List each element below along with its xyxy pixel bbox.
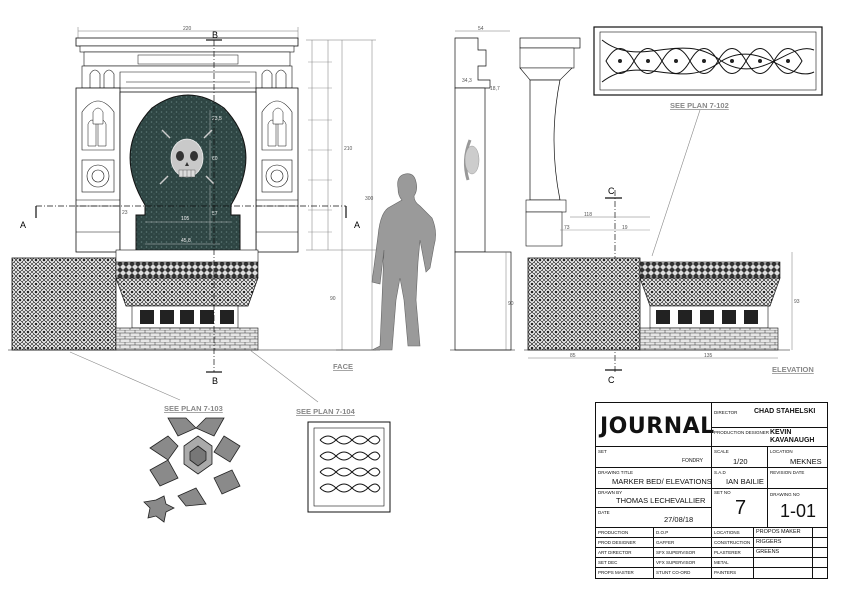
location-value: MEKNES: [790, 457, 822, 466]
face-view-label: FACE: [333, 362, 353, 371]
sad-label: S.A.D: [714, 470, 726, 475]
dim-18-7: 18,7: [490, 86, 500, 92]
see-plan-104-label: SEE PLAN 7-104: [296, 407, 356, 416]
plan-103-detail: SEE PLAN 7-103: [69, 351, 241, 523]
section-c-top-label: C: [608, 186, 615, 196]
dim-23: 23: [122, 210, 128, 216]
drawing-title-label: DRAWING TITLE: [598, 470, 634, 475]
role-greens: GREENS: [756, 549, 780, 555]
set-value: FONDRY: [682, 458, 704, 464]
dim-300: 300: [365, 196, 374, 202]
set-label: SET: [598, 449, 607, 454]
section-a-left-label: A: [20, 220, 26, 230]
drawing-no-label: DRAWING NO: [770, 492, 800, 497]
role-set-dec: SET DEC: [598, 560, 618, 565]
dim-57: 57: [212, 211, 218, 217]
sad-value: IAN BAILIE: [726, 477, 764, 486]
dim-23-5: 23,5: [212, 116, 222, 122]
role-vfx-supervisor: VFX SUPERVISOR: [656, 560, 696, 565]
title-block: JOURNAL DIRECTOR CHAD STAHELSKI PRODUCTI…: [595, 402, 828, 579]
role-art-director: ART DIRECTOR: [598, 550, 632, 555]
face-view: 220: [8, 26, 436, 386]
dim-93: 93: [794, 299, 800, 305]
role-metal: METAL: [714, 560, 729, 565]
set-no-value: 7: [735, 497, 747, 519]
dim-90-side: 90: [508, 301, 514, 307]
dim-depth-top: 54: [478, 26, 484, 32]
role-propos-maker: PROPOS MAKER: [756, 529, 801, 535]
drawing-no-value: 1-01: [780, 501, 817, 521]
section-b-bottom-label: B: [212, 376, 218, 386]
role-painters: PAINTERS: [714, 570, 737, 575]
dim-19: 19: [622, 225, 628, 231]
role-gaffer: GAFFER: [656, 540, 675, 545]
dim-width-top: 220: [183, 26, 192, 32]
revision-date-label: REVISION DATE: [770, 470, 805, 475]
role-sfx-supervisor: SFX SUPERVISOR: [656, 550, 696, 555]
dim-90: 90: [330, 296, 336, 302]
elevation-view: C C 118 73 19 93 85 135 ELEVATION: [519, 37, 814, 385]
journal-logo: JOURNAL: [600, 414, 715, 439]
role-locations: LOCATIONS: [714, 530, 740, 535]
dim-135: 135: [704, 353, 713, 359]
production-designer-value: KEVIN KAVANAUGH: [770, 429, 815, 444]
role-prod-designer: PROD DESIGNER: [598, 540, 636, 545]
role-plasterer: PLASTERER: [714, 550, 741, 555]
drawn-by-value: THOMAS LECHEVALLIER: [616, 496, 706, 505]
dim-34-3: 34,3: [462, 78, 472, 84]
role-dop: D.O.P: [656, 530, 669, 535]
section-a-right-label: A: [354, 220, 360, 230]
scale-value: 1/20: [733, 457, 748, 466]
plan-104-detail: SEE PLAN 7-104: [249, 349, 391, 513]
dim-60: 60: [212, 156, 218, 162]
date-label: DATE: [598, 510, 610, 515]
role-riggers: RIGGERS: [756, 539, 782, 545]
scale-label: SCALE: [714, 449, 729, 454]
side-section-view: 54 34,3 18,7 90: [450, 26, 515, 351]
dim-118: 118: [584, 212, 592, 218]
dim-45-8: 45,8: [181, 238, 191, 244]
role-props-master: PROPS MASTER: [598, 570, 634, 575]
director-value: CHAD STAHELSKI: [754, 408, 816, 415]
dim-210: 210: [344, 146, 353, 152]
date-value: 27/08/18: [664, 515, 694, 524]
location-label: LOCATION: [770, 449, 793, 454]
drawing-title-value: MARKER BED/ ELEVATIONS: [612, 477, 712, 486]
elevation-view-label: ELEVATION: [772, 365, 814, 374]
dim-73: 73: [564, 225, 570, 231]
director-label: DIRECTOR: [714, 410, 738, 415]
section-c-bottom-label: C: [608, 375, 615, 385]
role-construction: CONSTRUCTION: [714, 540, 751, 545]
dim-85: 85: [570, 353, 576, 359]
person-silhouette: [371, 173, 436, 351]
set-no-label: SET NO: [714, 490, 731, 495]
dim-105: 105: [181, 216, 190, 222]
role-stunt-coord: STUNT CO-ORD: [656, 570, 691, 575]
see-plan-103-label: SEE PLAN 7-103: [164, 404, 223, 413]
skull-ornament: [159, 129, 215, 185]
section-b-top-label: B: [212, 30, 218, 40]
role-production: PRODUCTION: [598, 530, 629, 535]
drawn-by-label: DRAWN BY: [598, 490, 623, 495]
plan-102-detail: SEE PLAN 7-102: [593, 26, 823, 257]
production-designer-label: PRODUCTION DESIGNER: [714, 430, 770, 435]
see-plan-102-label: SEE PLAN 7-102: [670, 101, 729, 110]
